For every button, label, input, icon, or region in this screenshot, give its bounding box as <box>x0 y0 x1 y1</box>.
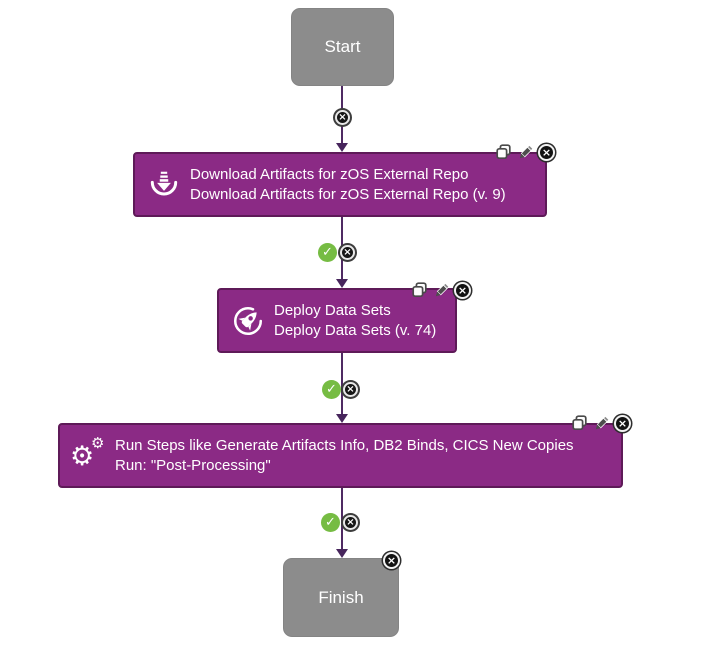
connector-fail-flag-icon[interactable]: × <box>343 382 358 397</box>
connector-fail-flag-icon[interactable]: × <box>343 515 358 530</box>
step-actions: × <box>571 413 631 433</box>
step-deploy-data-sets[interactable]: Deploy Data Sets Deploy Data Sets (v. 74… <box>217 288 457 353</box>
connector-success-flag-icon[interactable]: ✓ <box>318 243 337 262</box>
connector-arrowhead-icon <box>336 549 348 558</box>
step-run-post-processing[interactable]: ⚙ ⚙ Run Steps like Generate Artifacts In… <box>58 423 623 488</box>
gears-icon: ⚙ ⚙ <box>70 433 105 472</box>
connector-line <box>341 353 343 414</box>
step-title: Download Artifacts for zOS External Repo <box>190 165 469 183</box>
rocket-icon <box>231 304 265 338</box>
connector-fail-flag-icon[interactable]: × <box>335 110 350 125</box>
connector-arrowhead-icon <box>336 279 348 288</box>
edit-pencil-icon[interactable] <box>432 281 451 300</box>
step-actions: × <box>495 142 555 162</box>
step-title: Deploy Data Sets <box>274 301 391 319</box>
copy-icon[interactable] <box>411 281 429 299</box>
step-actions: × <box>411 280 471 300</box>
start-node[interactable]: Start <box>291 8 394 86</box>
step-title: Run Steps like Generate Artifacts Info, … <box>115 436 574 454</box>
connector-success-flag-icon[interactable]: ✓ <box>322 380 341 399</box>
step-download-artifacts[interactable]: Download Artifacts for zOS External Repo… <box>133 152 547 217</box>
step-subtitle: Run: "Post-Processing" <box>115 456 271 474</box>
delete-x-icon[interactable]: × <box>614 414 631 432</box>
connector-arrowhead-icon <box>336 143 348 152</box>
step-subtitle: Download Artifacts for zOS External Repo… <box>190 185 506 203</box>
finish-node-label: Finish <box>318 587 364 607</box>
copy-icon[interactable] <box>571 414 589 432</box>
copy-icon[interactable] <box>495 143 513 161</box>
edit-pencil-icon[interactable] <box>592 414 611 433</box>
edit-pencil-icon[interactable] <box>516 143 535 162</box>
connector-arrowhead-icon <box>336 414 348 423</box>
delete-x-icon[interactable]: × <box>538 143 555 161</box>
step-subtitle: Deploy Data Sets (v. 74) <box>274 321 437 339</box>
download-icon <box>147 168 181 202</box>
connector-fail-flag-icon[interactable]: × <box>340 245 355 260</box>
delete-x-icon[interactable]: × <box>383 552 400 569</box>
connector-success-flag-icon[interactable]: ✓ <box>321 513 340 532</box>
finish-node[interactable]: Finish <box>283 558 399 637</box>
connector-line <box>341 488 343 549</box>
delete-x-icon[interactable]: × <box>454 281 471 299</box>
start-node-label: Start <box>324 37 361 56</box>
